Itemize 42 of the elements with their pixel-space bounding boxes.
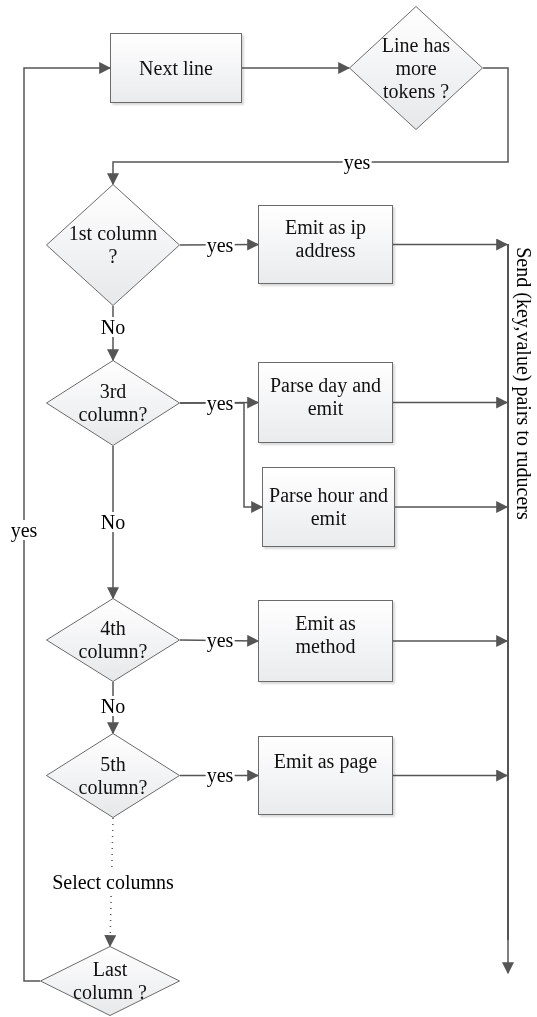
decision-diamond	[46, 733, 180, 818]
arrow	[23, 62, 112, 982]
node-text: Emit as page	[272, 750, 379, 773]
arrow	[107, 67, 509, 186]
dotted-arrow	[104, 817, 117, 948]
process-box	[258, 600, 393, 682]
side-label: Send (key,value) pairs to ruducers	[511, 247, 535, 520]
arrow	[392, 396, 509, 409]
edge-label: Select columns	[51, 872, 175, 892]
edge-label: No	[99, 696, 127, 716]
arrow	[502, 939, 514, 975]
node-text: Emit as ip address	[283, 215, 368, 262]
process-box	[258, 736, 393, 815]
node-text: 3rd column?	[77, 380, 149, 426]
decision-diamond	[40, 946, 180, 1016]
arrow	[392, 238, 509, 251]
process-box	[258, 205, 393, 284]
arrow	[107, 445, 119, 600]
process-box	[110, 33, 242, 103]
process-box	[262, 467, 395, 547]
decision-diamond	[46, 598, 180, 682]
arrow	[392, 769, 509, 782]
decision-diamond	[46, 360, 180, 446]
node-text: Emit as method	[294, 612, 357, 658]
node-text: 1st column ?	[68, 222, 158, 268]
edge-label: No	[99, 512, 127, 532]
node-text: 4th column?	[77, 617, 149, 663]
edge-label: No	[99, 317, 127, 337]
node-text: Next line	[138, 56, 214, 80]
decision-diamond	[349, 6, 483, 130]
arrow	[394, 501, 509, 513]
node-text: Line has more tokens ?	[380, 33, 452, 103]
node-text: Parse hour and emit	[268, 484, 389, 530]
process-box	[258, 362, 393, 443]
node-text: Parse day and emit	[268, 373, 383, 420]
bus-line	[507, 244, 509, 940]
node-text: 5th column?	[77, 752, 149, 799]
arrow	[241, 62, 351, 74]
arrow	[392, 635, 509, 647]
decision-diamond	[46, 184, 180, 306]
edge-label: yes	[9, 520, 39, 540]
node-text: Last column ?	[72, 958, 148, 1004]
